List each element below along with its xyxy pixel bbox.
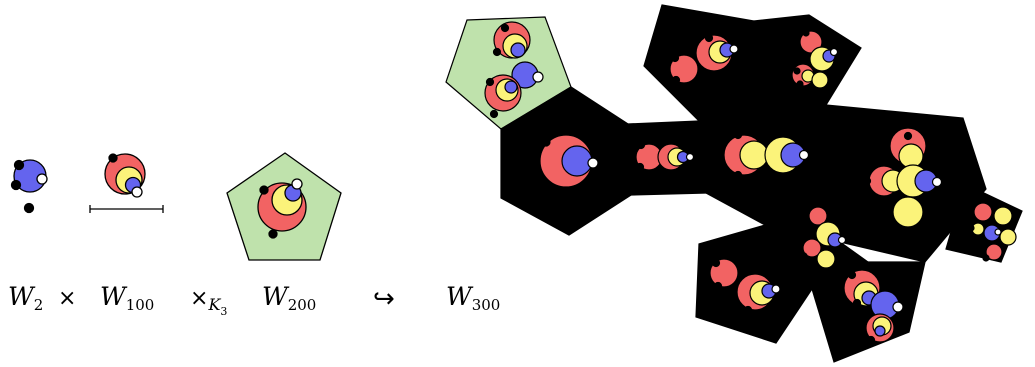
w2-symbol: W	[8, 282, 34, 311]
w300-pentagon-cell	[811, 261, 926, 363]
hook-arrow-symbol: ↪	[373, 284, 395, 314]
w300-square-cell	[764, 186, 870, 290]
w300-pentagon-cell	[643, 4, 763, 122]
w200-glyph	[226, 152, 342, 261]
w2-black-dot	[23, 202, 35, 214]
w100-subscript: 100	[125, 296, 155, 314]
w100-label: W100	[100, 282, 154, 314]
w200-symbol: W	[262, 282, 288, 311]
w300-hexagon-cell	[698, 81, 834, 226]
times-symbol: ×	[58, 286, 77, 311]
w200-white-marker	[291, 178, 303, 190]
w100-white-marker	[131, 186, 143, 198]
k-symbol: K	[208, 295, 221, 314]
w300-pentagon-cell	[695, 224, 813, 344]
w200-black-dot	[268, 229, 278, 239]
w2-label: W2	[8, 282, 43, 314]
times-symbol: ×	[190, 286, 209, 311]
w300-label: W300	[446, 282, 500, 314]
w2-black-dot	[10, 179, 22, 191]
w2-white-marker	[36, 173, 48, 185]
w200-label: W200	[262, 282, 316, 314]
w300-symbol: W	[446, 282, 472, 311]
w2-black-dot	[13, 159, 25, 171]
k-subscript: 3	[220, 305, 228, 318]
w300-square-cell	[753, 14, 862, 106]
w100-symbol: W	[100, 282, 126, 311]
w200-black-dot	[259, 185, 269, 195]
w300-subscript: 300	[471, 296, 501, 314]
w300-complex	[445, 4, 1023, 363]
w200-subscript: 200	[287, 296, 317, 314]
w300-square-cell	[627, 120, 707, 196]
w2-subscript: 2	[33, 296, 44, 314]
w100-glyph	[89, 153, 164, 213]
w2-glyph	[10, 159, 48, 214]
w300-hexagon-cell	[825, 104, 987, 263]
w100-black-dot	[108, 153, 118, 163]
fiber-product-label: ×K3	[190, 282, 227, 318]
w300-hexagon-cell	[500, 86, 632, 236]
w300-square-cell	[945, 182, 1023, 263]
